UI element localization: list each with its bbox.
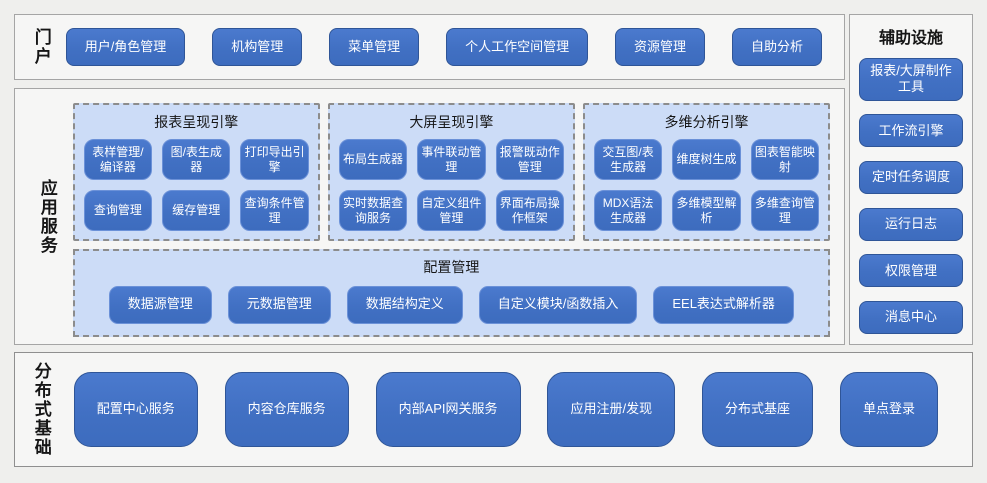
distributed-base-section: 分布式基础 配置中心服务 内容仓库服务 内部API网关服务 应用注册/发现 分布… — [14, 352, 973, 467]
node-ui-layout-operation-framework: 界面布局操作框架 — [495, 190, 564, 231]
config-buttons-row: 数据源管理 元数据管理 数据结构定义 自定义模块/函数插入 EEL表达式解析器 — [85, 284, 818, 325]
config-management-title: 配置管理 — [423, 259, 480, 275]
application-services-label: 应用服务 — [37, 178, 57, 255]
node-config-center-service: 配置中心服务 — [73, 372, 198, 447]
dashboard-rendering-engine-title: 大屏呈现引擎 — [409, 114, 494, 130]
engine-button-row: 查询管理 缓存管理 查询条件管理 — [83, 190, 309, 231]
node-scheduled-task-dispatch: 定时任务调度 — [859, 160, 963, 194]
node-single-sign-on: 单点登录 — [839, 372, 938, 447]
application-services-section: 应用服务 报表呈现引擎 表样管理/编译器 图/表生成器 打印导出引擎 查询管理 … — [14, 88, 845, 345]
node-custom-component-management: 自定义组件管理 — [417, 190, 486, 231]
node-realtime-data-query-service: 实时数据查询服务 — [338, 190, 408, 231]
node-permission-management: 权限管理 — [859, 254, 963, 288]
report-rendering-engine-title: 报表呈现引擎 — [154, 114, 239, 130]
node-print-export-engine: 打印导出引擎 — [240, 139, 309, 180]
node-self-service-analysis: 自助分析 — [731, 28, 822, 66]
node-menu-management: 菜单管理 — [329, 28, 420, 66]
config-management-group: 配置管理 数据源管理 元数据管理 数据结构定义 自定义模块/函数插入 EEL表达… — [72, 249, 830, 337]
report-rendering-engine-group: 报表呈现引擎 表样管理/编译器 图/表生成器 打印导出引擎 查询管理 缓存管理 … — [72, 103, 320, 241]
auxiliary-facilities-section: 辅助设施 报表/大屏制作工具 工作流引擎 定时任务调度 运行日志 权限管理 消息… — [849, 14, 973, 345]
auxiliary-buttons-column: 报表/大屏制作工具 工作流引擎 定时任务调度 运行日志 权限管理 消息中心 — [858, 58, 964, 334]
auxiliary-facilities-title: 辅助设施 — [878, 30, 943, 47]
engine-button-row: 交互图/表生成器 维度树生成 图表智能映射 — [593, 139, 820, 180]
node-query-management: 查询管理 — [83, 190, 153, 231]
node-datasource-management: 数据源管理 — [108, 285, 212, 324]
distributed-buttons-row: 配置中心服务 内容仓库服务 内部API网关服务 应用注册/发现 分布式基座 单点… — [73, 372, 938, 447]
engine-button-row: 实时数据查询服务 自定义组件管理 界面布局操作框架 — [338, 190, 564, 231]
node-alarm-action-management: 报警既动作管理 — [495, 139, 564, 180]
node-eel-expression-parser: EEL表达式解析器 — [653, 285, 794, 324]
node-resource-management: 资源管理 — [615, 28, 706, 66]
olap-analysis-engine-title: 多维分析引擎 — [664, 114, 749, 130]
node-workflow-engine: 工作流引擎 — [859, 114, 963, 148]
engine-button-row: 布局生成器 事件联动管理 报警既动作管理 — [338, 139, 564, 180]
portal-section-label: 门户 — [31, 28, 51, 66]
node-internal-api-gateway-service: 内部API网关服务 — [375, 372, 521, 447]
node-personal-workspace-management: 个人工作空间管理 — [446, 28, 589, 66]
olap-analysis-engine-group: 多维分析引擎 交互图/表生成器 维度树生成 图表智能映射 MDX语法生成器 多维… — [582, 103, 831, 241]
node-report-dashboard-authoring-tool: 报表/大屏制作工具 — [859, 58, 963, 101]
application-services-content: 报表呈现引擎 表样管理/编译器 图/表生成器 打印导出引擎 查询管理 缓存管理 … — [72, 89, 831, 344]
node-sheet-management-compiler: 表样管理/编译器 — [83, 139, 153, 180]
node-cache-management: 缓存管理 — [162, 190, 231, 231]
portal-section: 门户 用户/角色管理 机构管理 菜单管理 个人工作空间管理 资源管理 自助分析 — [14, 14, 845, 80]
node-chart-table-generator: 图/表生成器 — [162, 139, 231, 180]
node-run-logs: 运行日志 — [859, 207, 963, 241]
portal-buttons-row: 用户/角色管理 机构管理 菜单管理 个人工作空间管理 资源管理 自助分析 — [65, 28, 822, 66]
engine-groups-row: 报表呈现引擎 表样管理/编译器 图/表生成器 打印导出引擎 查询管理 缓存管理 … — [72, 103, 831, 241]
node-organization-management: 机构管理 — [212, 28, 303, 66]
node-message-center: 消息中心 — [859, 300, 963, 334]
node-custom-module-function-insert: 自定义模块/函数插入 — [478, 285, 638, 324]
node-query-condition-management: 查询条件管理 — [240, 190, 309, 231]
engine-button-row: MDX语法生成器 多维模型解析 多维查询管理 — [593, 190, 820, 231]
node-mdx-syntax-generator: MDX语法生成器 — [593, 190, 663, 231]
node-metadata-management: 元数据管理 — [227, 285, 331, 324]
distributed-base-label: 分布式基础 — [31, 362, 51, 457]
node-interactive-chart-generator: 交互图/表生成器 — [593, 139, 663, 180]
node-multidim-query-management: 多维查询管理 — [750, 190, 820, 231]
dashboard-rendering-engine-group: 大屏呈现引擎 布局生成器 事件联动管理 报警既动作管理 实时数据查询服务 自定义… — [327, 103, 575, 241]
engine-button-row: 表样管理/编译器 图/表生成器 打印导出引擎 — [83, 139, 309, 180]
node-content-repository-service: 内容仓库服务 — [224, 372, 349, 447]
node-multidim-model-parsing: 多维模型解析 — [672, 190, 741, 231]
node-data-structure-definition: 数据结构定义 — [346, 285, 463, 324]
node-user-role-management: 用户/角色管理 — [65, 28, 186, 66]
node-dimension-tree-generation: 维度树生成 — [672, 139, 741, 180]
node-event-linkage-management: 事件联动管理 — [417, 139, 486, 180]
node-chart-smart-mapping: 图表智能映射 — [750, 139, 820, 180]
node-distributed-foundation-base: 分布式基座 — [702, 372, 814, 447]
node-layout-generator: 布局生成器 — [338, 139, 408, 180]
node-app-registration-discovery: 应用注册/发现 — [547, 372, 676, 447]
